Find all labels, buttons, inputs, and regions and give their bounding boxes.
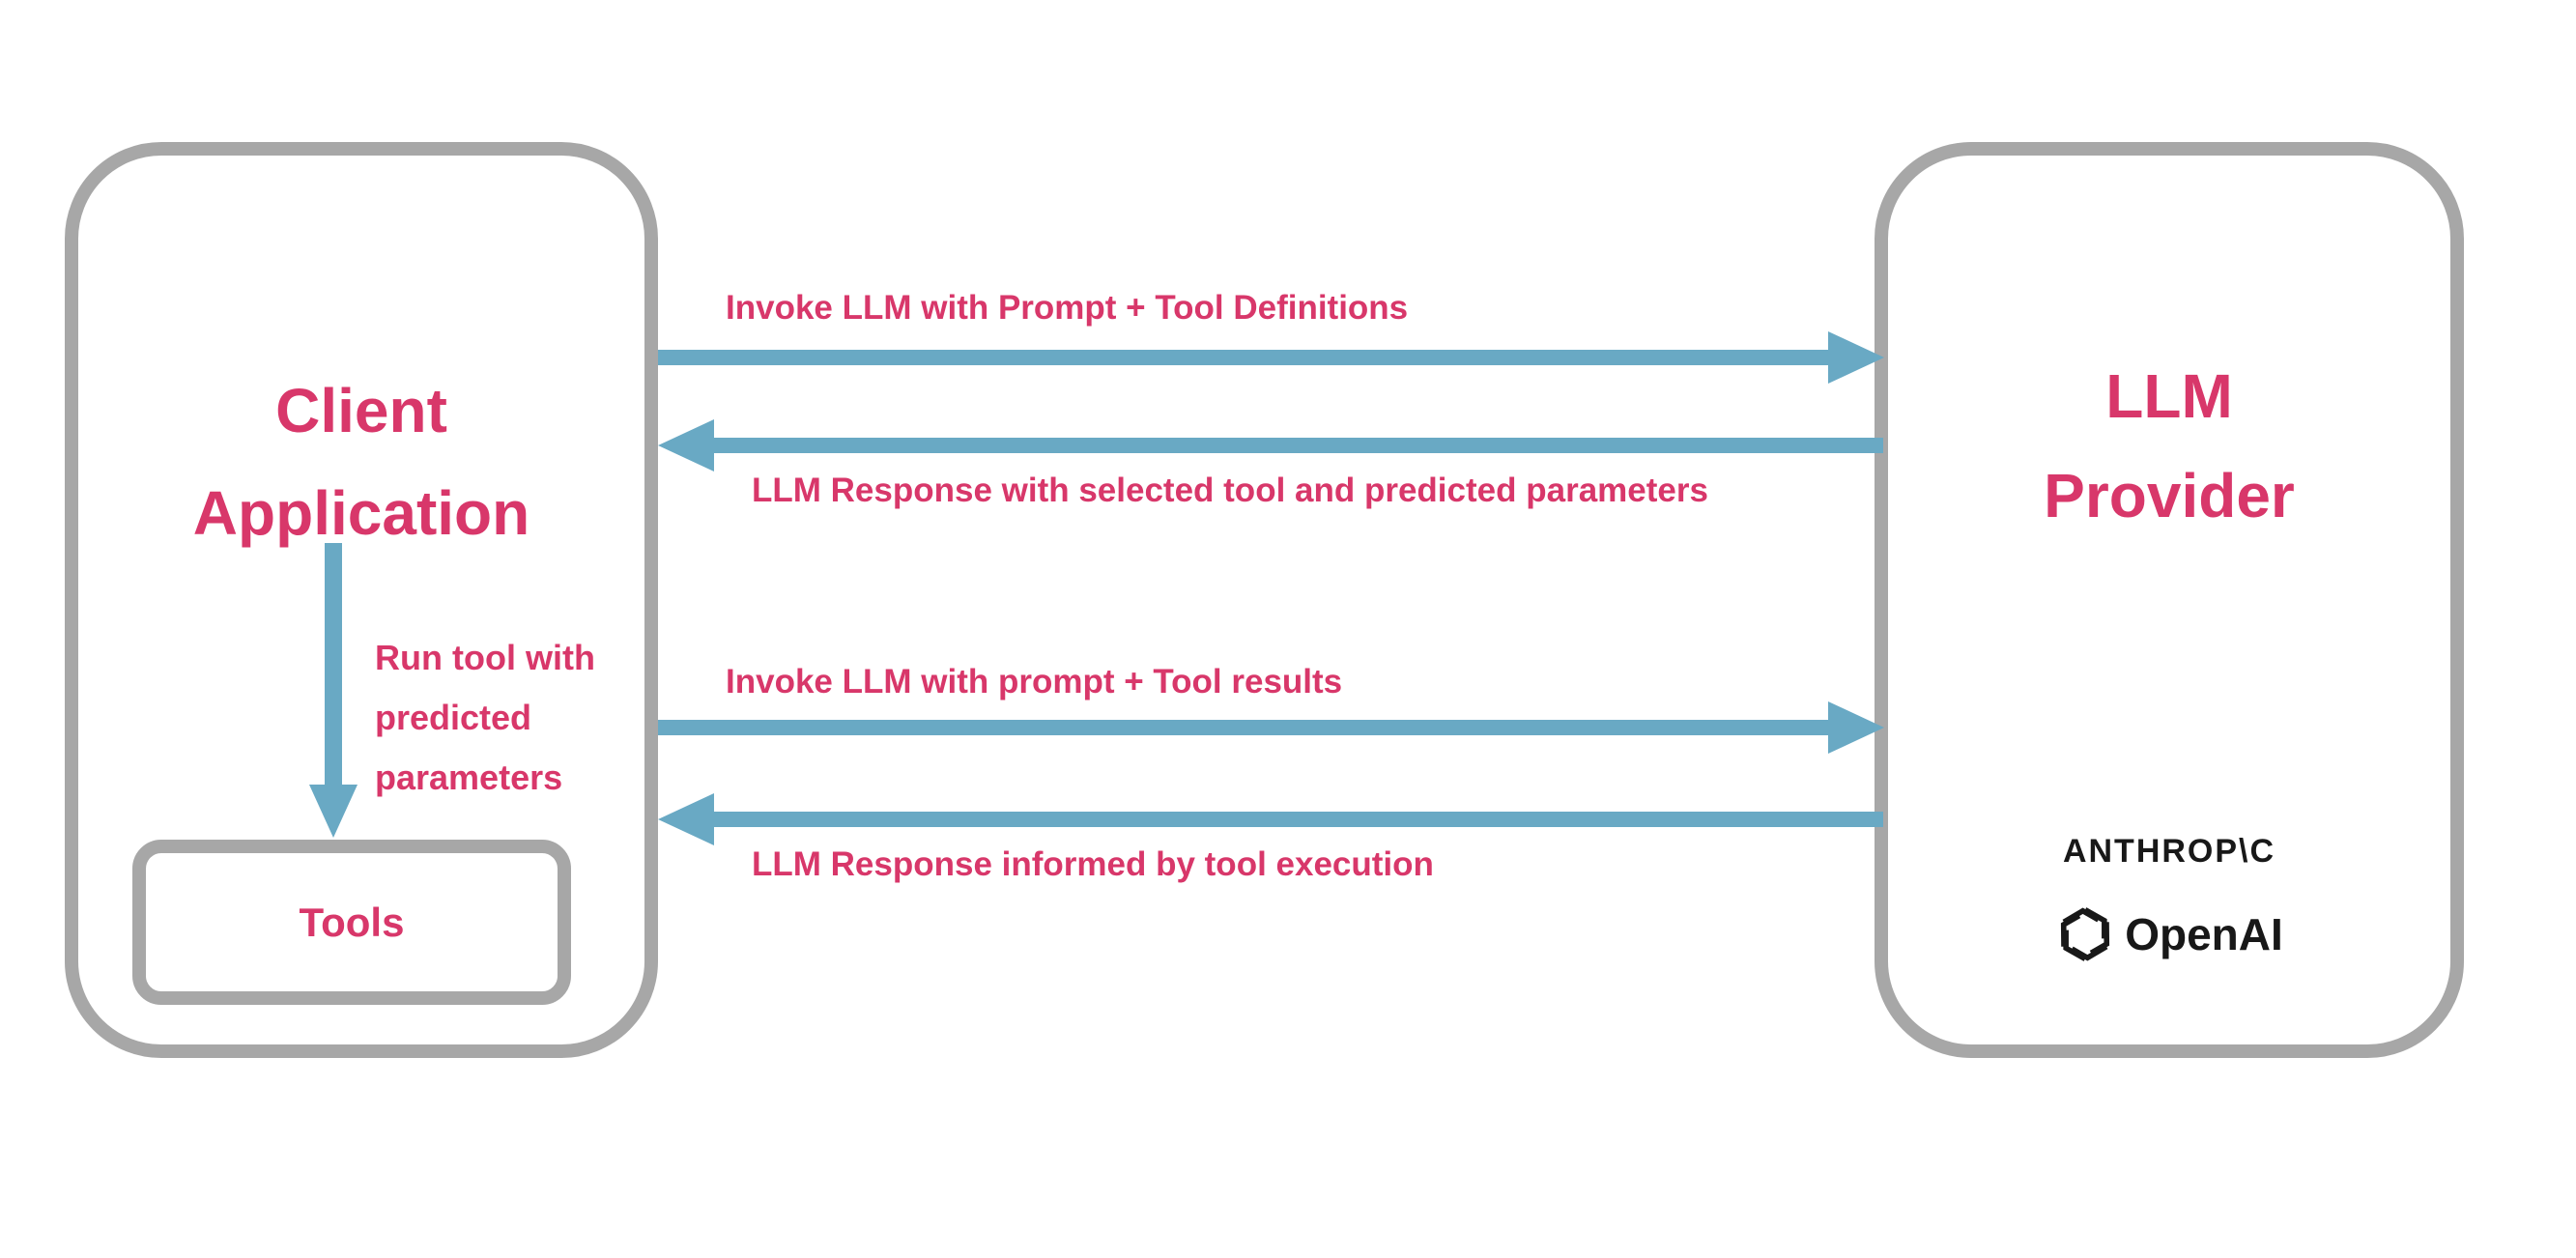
flow-arrow-1-shaft	[658, 350, 1829, 365]
flow-label-llm-response-tool-execution: LLM Response informed by tool execution	[752, 845, 1434, 883]
flow-label-llm-response-selected-tool: LLM Response with selected tool and pred…	[752, 472, 1708, 509]
openai-logo: OpenAI	[1875, 902, 2464, 966]
llm-title-line2: Provider	[2044, 461, 2295, 530]
run-tool-arrow-shaft	[325, 543, 342, 785]
openai-logo-text: OpenAI	[2125, 909, 2283, 959]
flow-label-invoke-llm-tool-results: Invoke LLM with prompt + Tool results	[726, 663, 1343, 700]
tools-box: Tools	[132, 840, 571, 1005]
flow-arrow-2-shaft	[714, 438, 1883, 453]
flow-arrow-1-arrowhead-right-icon	[1828, 331, 1884, 384]
client-application-title: Client Application	[65, 359, 658, 564]
llm-provider-box	[1875, 142, 2464, 1058]
flow-arrow-4-shaft	[714, 812, 1883, 827]
flow-arrow-3-arrowhead-right-icon	[1828, 701, 1884, 754]
flow-arrow-2-arrowhead-left-icon	[658, 419, 714, 472]
client-title-line2: Application	[192, 478, 530, 548]
run-tool-label: Run tool with predicted parameters	[375, 638, 595, 797]
openai-icon	[2061, 907, 2110, 961]
run-tool-arrowhead-down-icon	[309, 785, 358, 838]
flow-arrow-3-shaft	[658, 720, 1829, 735]
tools-label: Tools	[299, 899, 405, 945]
llm-provider-title: LLM Provider	[1875, 347, 2464, 546]
flow-arrow-4-arrowhead-left-icon	[658, 793, 714, 845]
anthropic-logo: ANTHROP\C	[2062, 833, 2276, 870]
llm-title-line1: LLM	[2105, 361, 2233, 431]
flow-label-invoke-llm-definitions: Invoke LLM with Prompt + Tool Definition…	[726, 289, 1409, 327]
client-title-line1: Client	[275, 376, 447, 445]
